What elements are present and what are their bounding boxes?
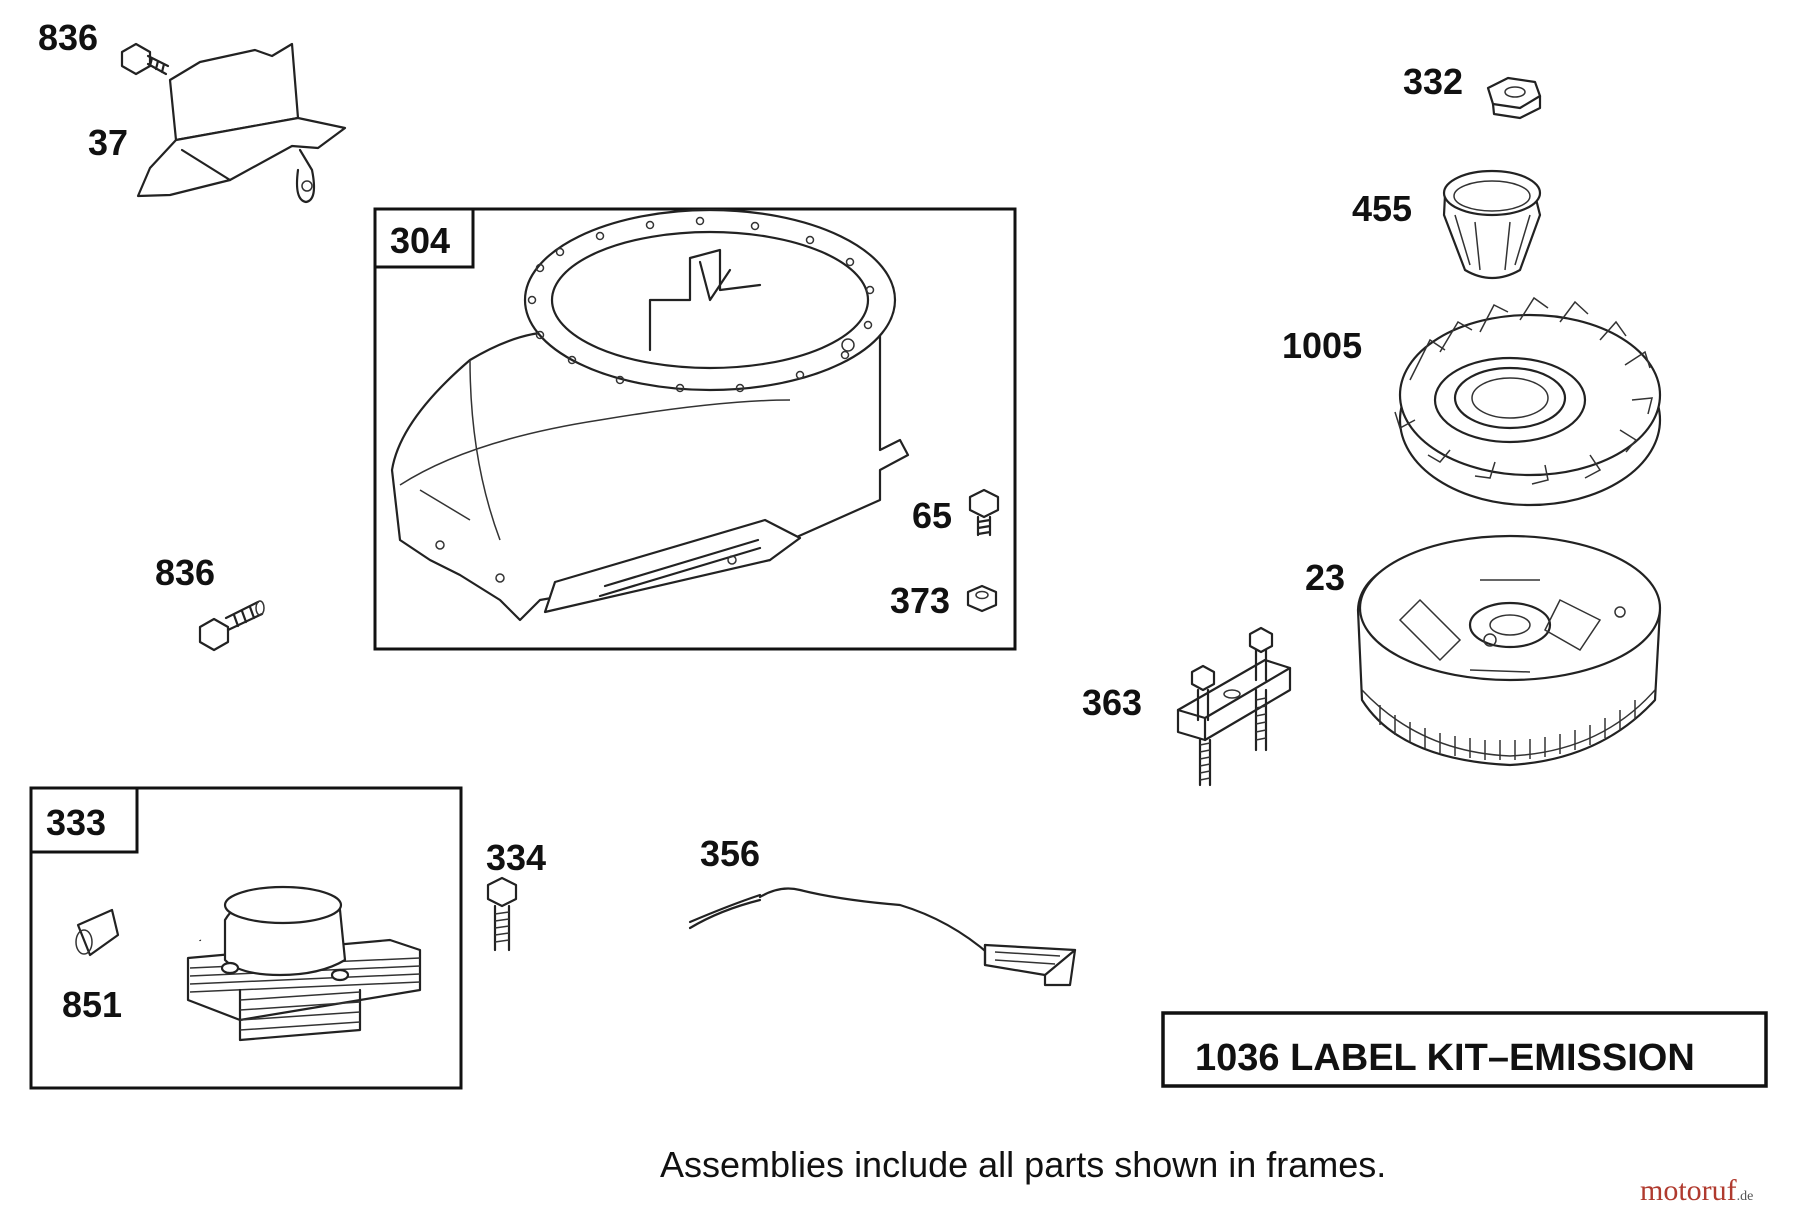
blower-housing-icon (390, 208, 910, 622)
label-373: 373 (890, 580, 950, 621)
bolt-65-icon (968, 488, 1000, 537)
screw-836-top-icon (120, 42, 170, 76)
label-334: 334 (486, 837, 546, 878)
frame-333-tag (29, 786, 139, 854)
label-851: 851 (62, 984, 122, 1025)
label-836-left: 836 (155, 552, 215, 593)
nut-373-icon (966, 584, 998, 613)
nut-332-icon (1486, 76, 1542, 120)
label-304: 304 (390, 220, 450, 261)
frame-333 (29, 786, 463, 1090)
label-356: 356 (700, 833, 760, 874)
label-23: 23 (1305, 557, 1345, 598)
label-836-top: 836 (38, 17, 98, 58)
fan-1005-icon (1394, 296, 1662, 507)
ignition-armature-icon (75, 797, 422, 1042)
watermark-suffix: .de (1737, 1189, 1754, 1204)
label-455: 455 (1352, 188, 1412, 229)
label-kit-text: 1036 LABEL KIT–EMISSION (1195, 1037, 1695, 1079)
shield-37-icon (136, 42, 347, 204)
label-332: 332 (1403, 61, 1463, 102)
label-37: 37 (88, 122, 128, 163)
label-333: 333 (46, 802, 106, 843)
label-363: 363 (1082, 682, 1142, 723)
label-kit-frame (1161, 1011, 1768, 1088)
cup-455-icon (1442, 169, 1542, 280)
frame-304 (373, 207, 1017, 651)
label-1005: 1005 (1282, 325, 1362, 366)
watermark-logo: motoruf.de (1640, 1174, 1753, 1207)
label-65: 65 (912, 495, 952, 536)
frame-304-tag (373, 207, 475, 269)
bracket-363-icon (1176, 626, 1292, 787)
ground-wire-356-icon (688, 887, 1077, 987)
bolt-334-icon (486, 876, 518, 952)
screw-836-left-icon (198, 600, 265, 652)
watermark-main: motoruf (1640, 1174, 1737, 1207)
assemblies-footnote: Assemblies include all parts shown in fr… (660, 1144, 1386, 1185)
flywheel-23-icon (1356, 534, 1662, 767)
